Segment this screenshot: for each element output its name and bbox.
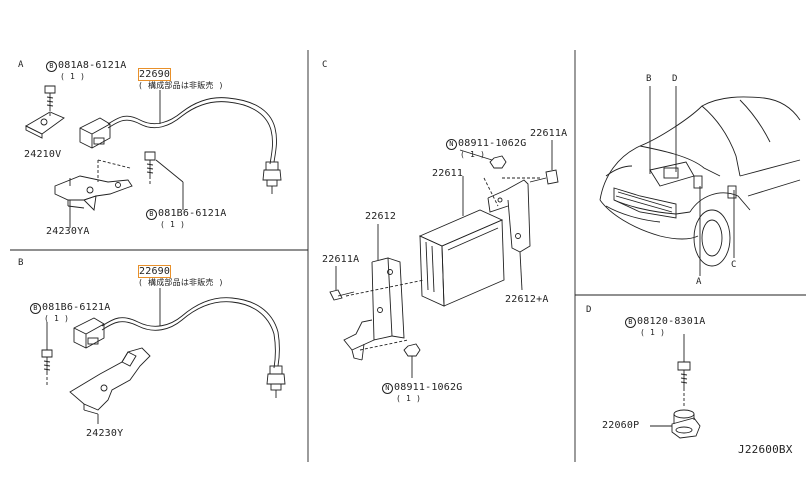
car-callout-a: A (696, 277, 702, 287)
harness-wire-a (107, 97, 277, 163)
bolt-a2-qty: ( 1 ) (160, 220, 186, 229)
nut-bottom-icon (403, 343, 421, 357)
bolt-top-label: 22611A (530, 128, 568, 139)
harness-wire-b (101, 297, 280, 367)
enc-b-icon: B (30, 303, 41, 314)
bolt-a-number: 081A8-6121A (58, 60, 127, 71)
bracket-24230y-icon (69, 347, 151, 415)
nut-top-qty: ( 1 ) (460, 150, 486, 159)
bracket-22612-icon (343, 257, 405, 361)
car-callout-b: B (646, 74, 652, 84)
bolt-a-qty: ( 1 ) (60, 72, 86, 81)
bracket-24230y-label: 24230Y (86, 428, 124, 439)
car-illustration (599, 86, 801, 276)
bracket-24210v-icon (25, 111, 65, 139)
bracket-22612a-icon (487, 179, 531, 291)
section-dividers (10, 50, 806, 462)
part-note-b: ( 構成部品は非販売 ) (138, 278, 224, 287)
nut-top-icon (489, 155, 507, 169)
bolt-b-qty: ( 1 ) (44, 314, 70, 323)
section-d-drawing (650, 334, 701, 439)
bolt-d-number: 08120-8301A (637, 316, 706, 327)
nut-bottom-qty: ( 1 ) (396, 394, 422, 403)
part-22690-a: 22690 (137, 68, 172, 81)
bracket-24230ya-label: 24230YA (46, 226, 90, 237)
bolt-b-icon (41, 349, 53, 386)
section-d-letter: D (586, 305, 592, 315)
enc-n-icon: N (446, 139, 457, 150)
section-b-drawing (41, 288, 286, 424)
section-b-letter: B (18, 258, 24, 268)
car-callout-d: D (672, 74, 678, 84)
ecu-module-icon (418, 209, 505, 307)
bolt-a-icon (44, 85, 56, 118)
enc-b-icon: B (625, 317, 636, 328)
bolt-a2-icon (144, 151, 156, 184)
diagram-code: J22600BX (738, 443, 793, 456)
part-22060p-label: 22060P (602, 420, 640, 431)
section-c-letter: C (322, 60, 328, 70)
part-note-a: ( 構成部品は非販売 ) (138, 81, 224, 90)
section-a-letter: A (18, 60, 24, 70)
bracket-left-label: 22612 (365, 211, 397, 222)
bolt-b-number: 081B6-6121A (42, 302, 111, 313)
bolt-22611a-left-icon (329, 289, 355, 301)
knock-sensor-22060p-icon (671, 409, 701, 439)
bolt-d-icon (677, 361, 691, 408)
enc-b-icon: B (46, 61, 57, 72)
section-a-drawing (25, 85, 282, 228)
bracket-24230ya-icon (54, 159, 133, 211)
bolt-left-label: 22611A (322, 254, 360, 265)
part-22690-b: 22690 (137, 265, 172, 278)
ecu-label: 22611 (432, 168, 464, 179)
sensor-connector-b-icon (73, 317, 105, 349)
o2-sensor-a-icon (262, 161, 282, 194)
enc-n-icon: N (382, 383, 393, 394)
bolt-a2-number: 081B6-6121A (158, 208, 227, 219)
o2-sensor-b-icon (266, 365, 286, 398)
nut-top-number: 08911-1062G (458, 138, 527, 149)
section-c-drawing (329, 140, 559, 378)
bracket-24210v-label: 24210V (24, 149, 62, 160)
car-callout-c: C (731, 260, 737, 270)
enc-b-icon: B (146, 209, 157, 220)
sensor-connector-icon (79, 117, 111, 149)
bracket-right-label: 22612+A (505, 294, 549, 305)
bolt-22611a-top-icon (529, 169, 559, 185)
bolt-d-qty: ( 1 ) (640, 328, 666, 337)
nut-bottom-number: 08911-1062G (394, 382, 463, 393)
